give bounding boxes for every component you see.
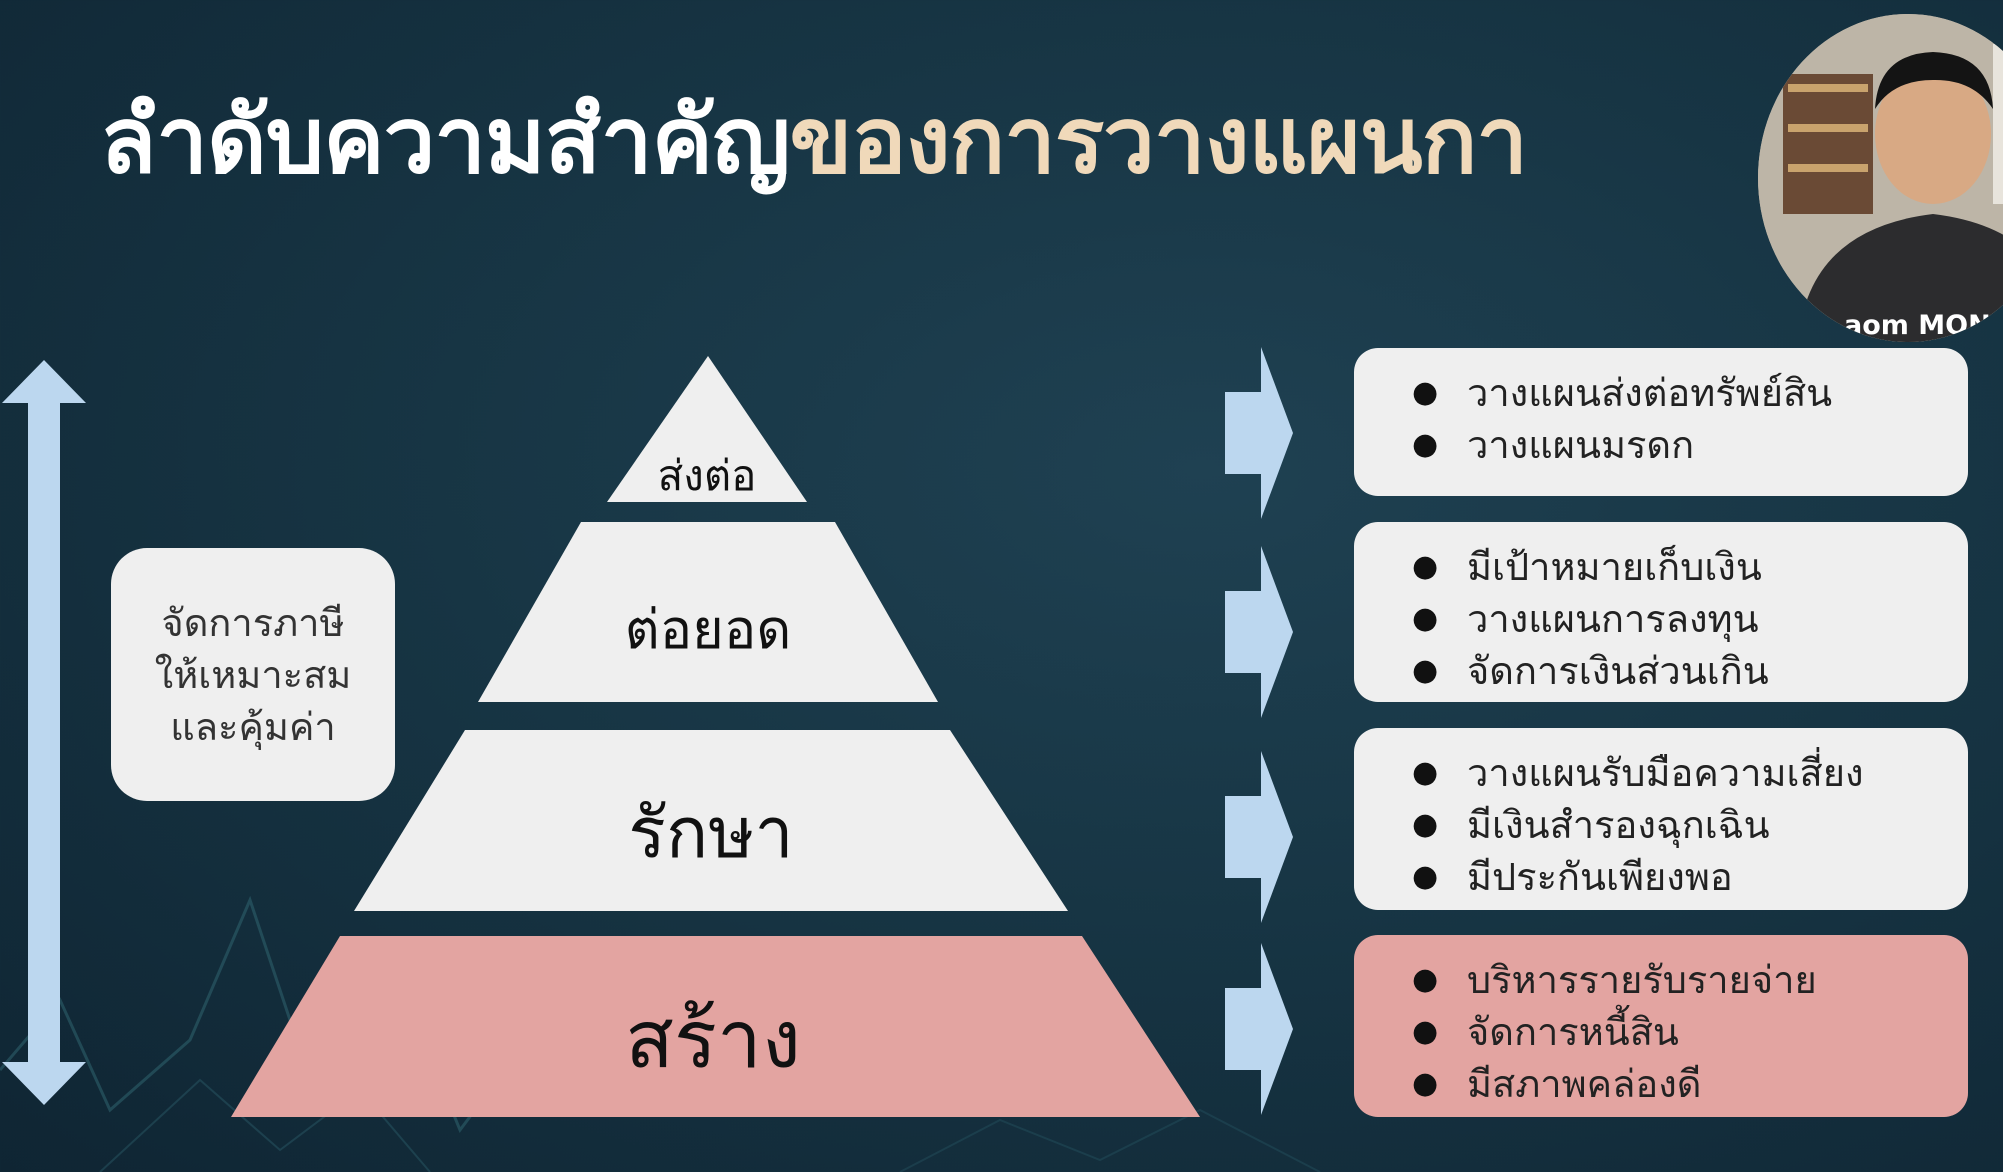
title-part-2: ของการวางแผนกา — [789, 87, 1528, 194]
info-box-protect: ● วางแผนรับมือความเสี่ยง ● มีเงินสำรองฉุกเ… — [1354, 728, 1968, 910]
tier-label-protect: รักษา — [628, 792, 793, 874]
bullet-icon: ● — [1412, 426, 1439, 462]
arrow-right-icon — [1225, 751, 1293, 923]
list-item: ● วางแผนส่งต่อทรัพย์สิน — [1412, 366, 1968, 418]
bullet-icon: ● — [1412, 806, 1439, 842]
item-text: วางแผนมรดก — [1467, 422, 1695, 467]
list-item: ● มีสภาพคล่องดี — [1412, 1057, 1968, 1109]
bullet-icon: ● — [1412, 961, 1439, 997]
item-text: มีเป้าหมายเก็บเงิน — [1467, 544, 1762, 589]
item-text: มีเงินสำรองฉุกเฉิน — [1467, 802, 1770, 847]
item-text: วางแผนรับมือความเสี่ยง — [1467, 750, 1864, 795]
item-text: จัดการเงินส่วนเกิน — [1467, 648, 1769, 693]
tax-box-line-1: จัดการภาษี — [161, 600, 345, 645]
arrow-right-icon — [1225, 943, 1293, 1115]
tier-label-build: สร้าง — [625, 993, 801, 1086]
tier-label-pass-on: ส่งต่อ — [658, 451, 757, 500]
item-text: มีสภาพคล่องดี — [1467, 1061, 1702, 1106]
item-text: บริหารรายรับรายจ่าย — [1467, 957, 1817, 1002]
bullet-icon: ● — [1412, 858, 1439, 894]
presenter-webcam: aom MONE — [1758, 14, 2003, 342]
tax-box-line-2: ให้เหมาะสม — [154, 652, 352, 697]
list-item: ● บริหารรายรับรายจ่าย — [1412, 953, 1968, 1005]
pyramid-tier-protect — [354, 730, 1068, 911]
tax-box-line-3: และคุ้มค่า — [170, 704, 336, 749]
arrow-right-icon — [1225, 546, 1293, 718]
list-item: ● มีประกันเพียงพอ — [1412, 850, 1968, 902]
info-box-pass-on: ● วางแผนส่งต่อทรัพย์สิน ● วางแผนมรดก — [1354, 348, 1968, 496]
item-text: จัดการหนี้สิน — [1467, 1009, 1679, 1054]
tier-label-grow: ต่อยอด — [625, 598, 792, 661]
vertical-double-arrow — [2, 360, 86, 1105]
info-box-grow: ● มีเป้าหมายเก็บเงิน ● วางแผนการลงทุน ● จัด… — [1354, 522, 1968, 702]
list-item: ● มีเป้าหมายเก็บเงิน — [1412, 540, 1968, 592]
tax-management-box: จัดการภาษี ให้เหมาะสม และคุ้มค่า — [111, 548, 395, 801]
list-item: ● วางแผนการลงทุน — [1412, 592, 1968, 644]
shirt-logo-text: aom MONE — [1844, 310, 2003, 341]
presenter-icon — [1758, 14, 2003, 342]
slide-title: ลำดับความสำคัญของการวางแผนกา — [100, 95, 1528, 187]
bullet-icon: ● — [1412, 374, 1439, 410]
pyramid-tier-build — [231, 936, 1200, 1117]
list-item: ● มีเงินสำรองฉุกเฉิน — [1412, 798, 1968, 850]
item-text: วางแผนการลงทุน — [1467, 596, 1759, 641]
list-item: ● จัดการเงินส่วนเกิน — [1412, 644, 1968, 696]
item-text: มีประกันเพียงพอ — [1467, 854, 1733, 899]
list-item: ● จัดการหนี้สิน — [1412, 1005, 1968, 1057]
list-item: ● วางแผนรับมือความเสี่ยง — [1412, 746, 1968, 798]
bullet-icon: ● — [1412, 754, 1439, 790]
bullet-icon: ● — [1412, 652, 1439, 688]
info-box-build: ● บริหารรายรับรายจ่าย ● จัดการหนี้สิน ● มีส… — [1354, 935, 1968, 1117]
arrow-right-icon — [1225, 347, 1293, 519]
item-text: วางแผนส่งต่อทรัพย์สิน — [1467, 370, 1833, 415]
bullet-icon: ● — [1412, 1013, 1439, 1049]
pyramid-tier-grow — [478, 522, 938, 702]
pyramid-tier-pass-on — [607, 356, 807, 502]
title-part-1: ลำดับความสำคัญ — [100, 87, 790, 194]
bullet-icon: ● — [1412, 1065, 1439, 1101]
bullet-icon: ● — [1412, 600, 1439, 636]
bullet-icon: ● — [1412, 548, 1439, 584]
list-item: ● วางแผนมรดก — [1412, 418, 1968, 470]
